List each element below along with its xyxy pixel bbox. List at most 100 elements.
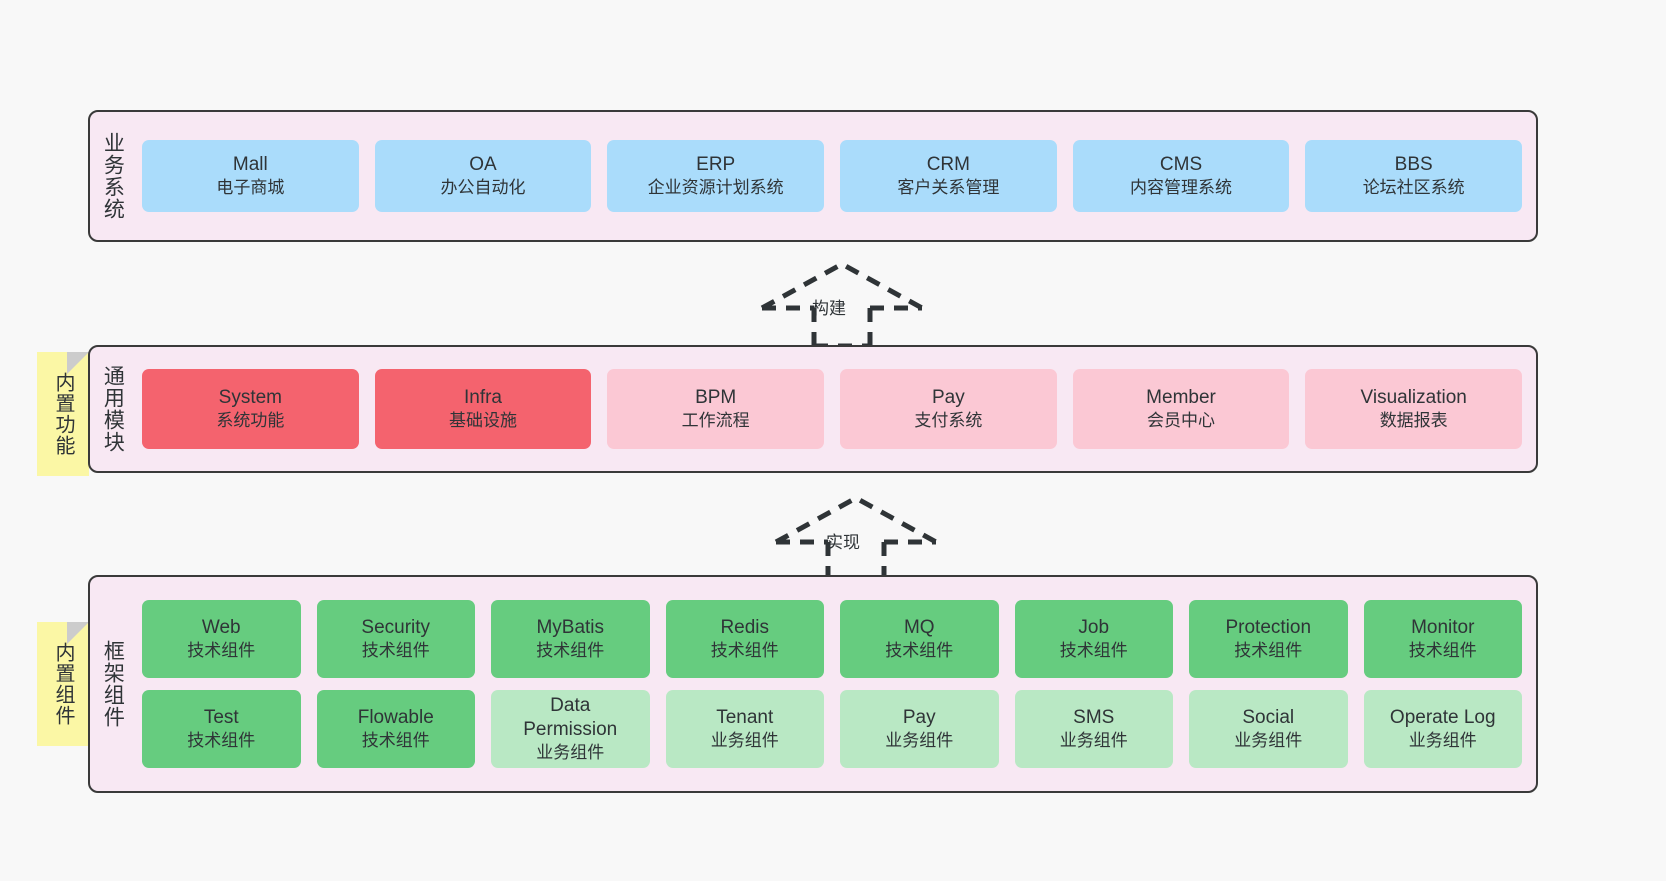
connector-implement-label: 实现: [826, 533, 860, 552]
node-cms-desc: 内容管理系统: [1130, 178, 1233, 198]
node-mybatis[interactable]: MyBatis 技术组件: [491, 600, 650, 678]
node-operate-log[interactable]: Operate Log 业务组件: [1363, 690, 1522, 768]
node-visualization[interactable]: Visualization 数据报表: [1305, 369, 1523, 449]
node-member-desc: 会员中心: [1147, 411, 1216, 431]
node-infra-name: Infra: [463, 386, 503, 408]
layer-body-common: System 系统功能 Infra 基础设施 BPM 工作流程 Pay 支付系统…: [134, 347, 1536, 471]
node-protection-desc: 技术组件: [1234, 641, 1303, 661]
node-operate-log-name: Operate Log: [1389, 706, 1496, 728]
layer-business-systems: 业务系统 Mall 电子商城 OA 办公自动化 ERP 企业资源计划系统 CRM…: [88, 110, 1538, 242]
node-tenant[interactable]: Tenant 业务组件: [665, 690, 824, 768]
node-crm-desc: 客户关系管理: [897, 178, 1000, 198]
layer-title-business: 业务系统: [101, 132, 125, 220]
connector-implement: 实现: [766, 490, 946, 583]
node-pay-component-desc: 业务组件: [885, 731, 954, 751]
node-crm-name: CRM: [926, 153, 970, 175]
framework-row-business: Test 技术组件 Flowable 技术组件 Data Permission …: [142, 690, 1522, 768]
node-data-permission-name2: Permission: [523, 719, 618, 741]
node-monitor-name: Monitor: [1411, 616, 1475, 638]
node-pay-module-desc: 支付系统: [914, 411, 983, 431]
node-tenant-desc: 业务组件: [710, 731, 779, 751]
node-redis-name: Redis: [720, 616, 770, 638]
layer-body-framework: Web 技术组件 Security 技术组件 MyBatis 技术组件 Redi…: [134, 577, 1536, 791]
node-sms-desc: 业务组件: [1059, 731, 1128, 751]
node-data-permission-desc: 业务组件: [536, 743, 605, 763]
node-system-desc: 系统功能: [216, 411, 285, 431]
sticky-builtin-component: 内置组件: [37, 622, 89, 746]
node-protection[interactable]: Protection 技术组件: [1189, 600, 1348, 678]
node-monitor-desc: 技术组件: [1408, 641, 1477, 661]
node-test-desc: 技术组件: [187, 731, 256, 751]
sticky-builtin-function: 内置功能: [37, 352, 89, 476]
node-cms[interactable]: CMS 内容管理系统: [1072, 140, 1290, 212]
node-protection-name: Protection: [1225, 616, 1312, 638]
node-social-name: Social: [1242, 706, 1295, 728]
node-erp[interactable]: ERP 企业资源计划系统: [607, 140, 825, 212]
node-job[interactable]: Job 技术组件: [1014, 600, 1173, 678]
node-test[interactable]: Test 技术组件: [142, 690, 301, 768]
node-bpm-name: BPM: [695, 386, 737, 408]
node-mall-desc: 电子商城: [216, 178, 285, 198]
node-system[interactable]: System 系统功能: [142, 369, 359, 449]
node-web-desc: 技术组件: [187, 641, 256, 661]
node-visualization-desc: 数据报表: [1379, 411, 1448, 431]
node-infra[interactable]: Infra 基础设施: [374, 369, 592, 449]
node-social[interactable]: Social 业务组件: [1189, 690, 1348, 768]
sticky-builtin-component-label: 内置组件: [52, 642, 74, 726]
layer-common-modules: 通用模块 System 系统功能 Infra 基础设施 BPM 工作流程 Pay…: [88, 345, 1538, 473]
node-pay-component-name: Pay: [902, 706, 936, 728]
node-oa-desc: 办公自动化: [440, 178, 526, 198]
node-mq-name: MQ: [903, 616, 935, 638]
node-social-desc: 业务组件: [1234, 731, 1303, 751]
connector-build: 构建: [752, 256, 932, 349]
node-crm[interactable]: CRM 客户关系管理: [840, 140, 1057, 212]
node-pay-component[interactable]: Pay 业务组件: [840, 690, 999, 768]
layer-title-framework: 框架组件: [101, 640, 125, 728]
node-oa[interactable]: OA 办公自动化: [374, 140, 592, 212]
node-cms-name: CMS: [1159, 153, 1203, 175]
node-security-name: Security: [361, 616, 431, 638]
node-mybatis-desc: 技术组件: [536, 641, 605, 661]
node-bpm-desc: 工作流程: [681, 411, 750, 431]
node-redis[interactable]: Redis 技术组件: [665, 600, 824, 678]
node-tenant-name: Tenant: [716, 706, 774, 728]
node-sms[interactable]: SMS 业务组件: [1014, 690, 1173, 768]
node-flowable-name: Flowable: [357, 706, 434, 728]
node-flowable-desc: 技术组件: [361, 731, 430, 751]
node-operate-log-desc: 业务组件: [1408, 731, 1477, 751]
node-flowable[interactable]: Flowable 技术组件: [316, 690, 475, 768]
node-erp-name: ERP: [696, 153, 736, 175]
node-bbs-desc: 论坛社区系统: [1362, 178, 1465, 198]
node-mq-desc: 技术组件: [885, 641, 954, 661]
node-web[interactable]: Web 技术组件: [142, 600, 301, 678]
layer-framework-components: 框架组件 Web 技术组件 Security 技术组件 MyBatis 技术组件…: [88, 575, 1538, 793]
node-bbs[interactable]: BBS 论坛社区系统: [1305, 140, 1523, 212]
framework-row-tech: Web 技术组件 Security 技术组件 MyBatis 技术组件 Redi…: [142, 600, 1522, 678]
node-sms-name: SMS: [1073, 706, 1115, 728]
node-web-name: Web: [201, 616, 241, 638]
node-security-desc: 技术组件: [361, 641, 430, 661]
node-visualization-name: Visualization: [1360, 386, 1467, 408]
node-pay-module[interactable]: Pay 支付系统: [840, 369, 1057, 449]
node-infra-desc: 基础设施: [449, 411, 517, 431]
node-redis-desc: 技术组件: [710, 641, 779, 661]
node-member-name: Member: [1146, 386, 1216, 408]
node-security[interactable]: Security 技术组件: [316, 600, 475, 678]
layer-title-common: 通用模块: [101, 365, 125, 453]
node-bpm[interactable]: BPM 工作流程: [607, 369, 825, 449]
connector-build-label: 构建: [812, 299, 846, 318]
node-monitor[interactable]: Monitor 技术组件: [1363, 600, 1522, 678]
node-data-permission[interactable]: Data Permission 业务组件: [491, 690, 650, 768]
node-mall-name: Mall: [232, 153, 268, 175]
node-mall[interactable]: Mall 电子商城: [142, 140, 359, 212]
node-pay-module-name: Pay: [931, 386, 965, 408]
node-job-name: Job: [1078, 616, 1110, 638]
node-mybatis-name: MyBatis: [536, 616, 605, 638]
node-data-permission-name: Data: [550, 694, 591, 716]
node-oa-name: OA: [469, 153, 497, 175]
node-system-name: System: [218, 386, 283, 408]
node-member[interactable]: Member 会员中心: [1072, 369, 1290, 449]
node-mq[interactable]: MQ 技术组件: [840, 600, 999, 678]
layer-body-business: Mall 电子商城 OA 办公自动化 ERP 企业资源计划系统 CRM 客户关系…: [134, 112, 1536, 240]
